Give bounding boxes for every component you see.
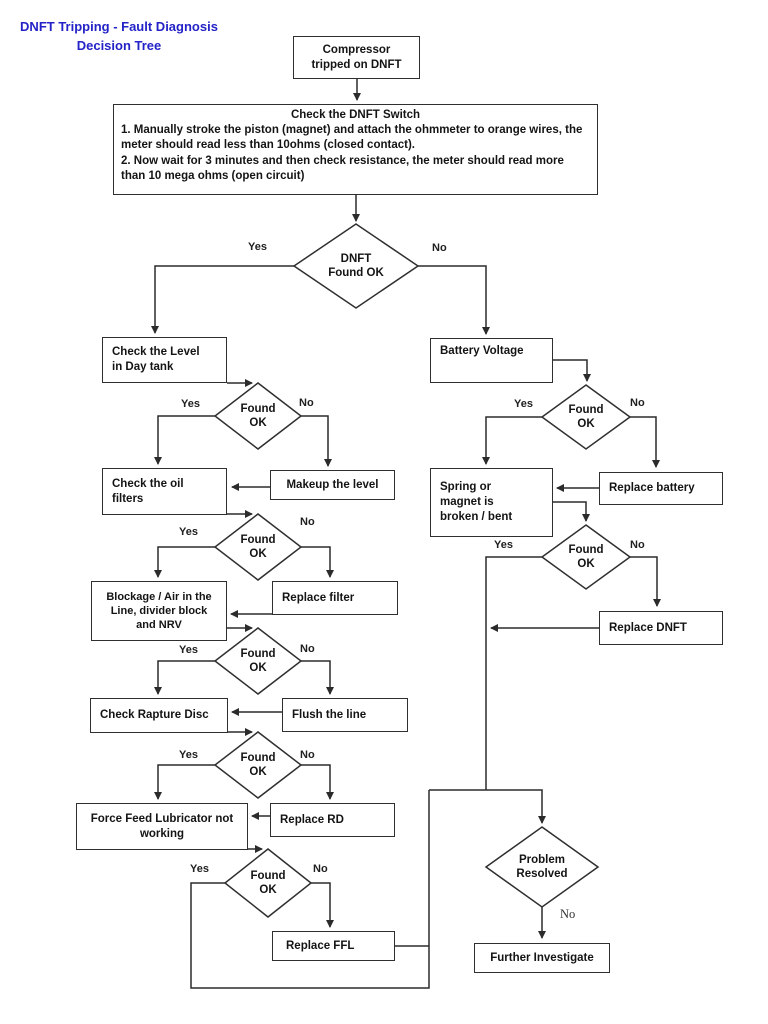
node-makeup-level: Makeup the level bbox=[270, 470, 395, 500]
node-check-dnft-switch: Check the DNFT Switch 1. Manually stroke… bbox=[113, 104, 598, 195]
node-check-day-tank: Check the Level in Day tank bbox=[102, 337, 227, 383]
check-switch-title: Check the DNFT Switch bbox=[290, 109, 421, 121]
node-replace-dnft: Replace DNFT bbox=[599, 611, 723, 645]
edge-label-yes-6: Yes bbox=[190, 863, 209, 875]
decision-problem-resolved: Problem Resolved bbox=[516, 853, 568, 880]
edge-label-no-7: No bbox=[630, 397, 645, 409]
node-spring-magnet-broken: Spring or magnet is broken / bent bbox=[430, 468, 553, 537]
edge-label-no-1: No bbox=[432, 242, 447, 254]
node-compressor-tripped: Compressor tripped on DNFT bbox=[293, 36, 420, 79]
edge-label-yes-5: Yes bbox=[179, 749, 198, 761]
edge-label-no-8: No bbox=[630, 539, 645, 551]
decision-found-ok-3: Found OK bbox=[240, 647, 276, 674]
node-check-rapture-disc: Check Rapture Disc bbox=[90, 698, 228, 733]
check-switch-step-1: 1. Manually stroke the piston (magnet) a… bbox=[121, 124, 583, 152]
node-further-investigate: Further Investigate bbox=[474, 943, 610, 973]
node-blockage-air-line: Blockage / Air in the Line, divider bloc… bbox=[91, 581, 227, 641]
edge-label-no-4: No bbox=[300, 643, 315, 655]
decision-found-ok-2: Found OK bbox=[240, 533, 276, 560]
edge-label-no-6: No bbox=[313, 863, 328, 875]
node-battery-voltage: Battery Voltage bbox=[430, 338, 553, 383]
decision-found-ok-6: Found OK bbox=[568, 403, 604, 430]
decision-found-ok-4: Found OK bbox=[240, 751, 276, 778]
decision-found-ok-1: Found OK bbox=[240, 402, 276, 429]
edge-label-yes-2: Yes bbox=[181, 398, 200, 410]
edge-label-yes-3: Yes bbox=[179, 526, 198, 538]
node-replace-ffl: Replace FFL bbox=[272, 931, 395, 961]
edge-label-no-5: No bbox=[300, 749, 315, 761]
node-flush-line: Flush the line bbox=[282, 698, 408, 732]
edge-label-no-9: No bbox=[560, 907, 576, 921]
edge-label-yes-8: Yes bbox=[494, 539, 513, 551]
edge-label-no-3: No bbox=[300, 516, 315, 528]
node-replace-filter: Replace filter bbox=[272, 581, 398, 615]
node-replace-battery: Replace battery bbox=[599, 472, 723, 505]
edges bbox=[151, 79, 661, 989]
edge-label-yes-7: Yes bbox=[514, 398, 533, 410]
decision-diamonds bbox=[213, 223, 632, 918]
node-replace-rd: Replace RD bbox=[270, 803, 395, 837]
page-title: DNFT Tripping - Fault Diagnosis Decision… bbox=[20, 19, 218, 53]
decision-dnft-found-ok: DNFT Found OK bbox=[328, 252, 384, 279]
node-ffl-not-working: Force Feed Lubricator not working bbox=[76, 803, 248, 850]
decision-found-ok-7: Found OK bbox=[568, 543, 604, 570]
edge-label-yes-4: Yes bbox=[179, 644, 198, 656]
edge-label-no-2: No bbox=[299, 397, 314, 409]
edge-label-yes-1: Yes bbox=[248, 241, 267, 253]
node-check-oil-filters: Check the oil filters bbox=[102, 468, 227, 515]
decision-found-ok-5: Found OK bbox=[250, 869, 286, 896]
check-switch-step-2: 2. Now wait for 3 minutes and then check… bbox=[121, 154, 564, 182]
